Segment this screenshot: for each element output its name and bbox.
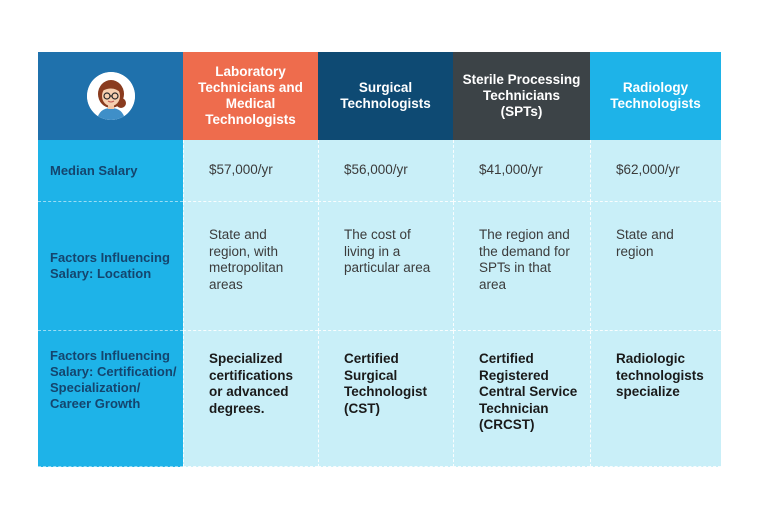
cell-cert-sterile: Certified Registered Central Service Tec… <box>453 331 590 467</box>
header-surgical-technologists: Surgical Technologists <box>318 52 453 140</box>
nurse-avatar-icon <box>86 72 135 120</box>
header-avatar-cell <box>38 52 183 140</box>
header-lab-technicians: Laboratory Technicians and Medical Techn… <box>183 52 318 140</box>
cell-location-surgical: The cost of living in a particular area <box>318 202 453 331</box>
cell-location-sterile: The region and the demand for SPTs in th… <box>453 202 590 331</box>
cell-salary-sterile: $41,000/yr <box>453 140 590 202</box>
cell-location-radiology: State and region <box>590 202 721 331</box>
cell-salary-radiology: $62,000/yr <box>590 140 721 202</box>
cell-cert-lab: Specialized certifications or advanced d… <box>183 331 318 467</box>
row-label-certification: Factors Influencing Salary: Certificatio… <box>38 331 183 467</box>
header-sterile-processing: Sterile Processing Technicians (SPTs) <box>453 52 590 140</box>
row-label-location: Factors Influencing Salary: Location <box>38 202 183 331</box>
cell-salary-lab: $57,000/yr <box>183 140 318 202</box>
cell-cert-radiology: Radiologic technologists specialize <box>590 331 721 467</box>
row-label-median-salary: Median Salary <box>38 140 183 202</box>
cell-location-lab: State and region, with metropolitan area… <box>183 202 318 331</box>
salary-comparison-table: Laboratory Technicians and Medical Techn… <box>38 52 721 467</box>
header-radiology-technologists: Radiology Technologists <box>590 52 721 140</box>
cell-cert-surgical: Certified Surgical Technologist (CST) <box>318 331 453 467</box>
cell-salary-surgical: $56,000/yr <box>318 140 453 202</box>
